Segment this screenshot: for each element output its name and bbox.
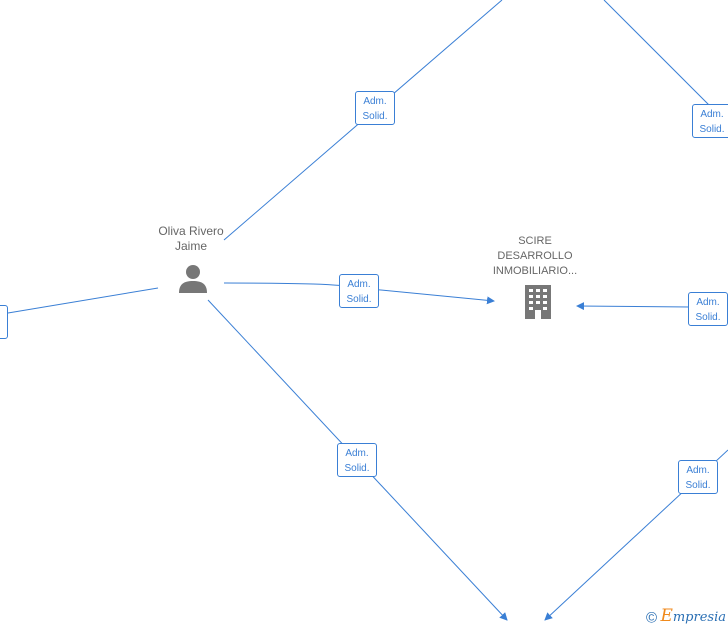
badge-line1: Adm. — [347, 279, 371, 290]
edge-badge-top[interactable]: Adm. Solid. — [355, 91, 395, 125]
badge-line1: Adm. — [363, 96, 387, 107]
badge-line2: Solid. — [346, 294, 372, 305]
badge-line2: Solid. — [344, 463, 370, 474]
edge-person-left — [7, 287, 159, 314]
brand-logo-text: mpresia — [672, 609, 726, 625]
badge-line1: Adm. — [700, 109, 724, 120]
badge-line1: Adm. — [696, 297, 720, 308]
badge-line2: Solid. — [0, 323, 7, 338]
company-name[interactable]: SCIRE DESARROLLO INMOBILIARIO... — [480, 234, 590, 279]
badge-line2: Solid. — [695, 312, 721, 323]
edge-badge-bottom-right[interactable]: Adm. Solid. — [678, 460, 718, 494]
badge-line1: Adm. — [0, 308, 7, 323]
badge-line2: Solid. — [685, 480, 711, 491]
edge-right-company — [576, 302, 691, 311]
person-name[interactable]: Oliva Rivero Jaime — [141, 224, 241, 254]
building-icon[interactable] — [522, 285, 554, 319]
person-name-line1: Oliva Rivero — [158, 224, 224, 238]
badge-line2: Solid. — [362, 111, 388, 122]
badge-line1: Adm. — [345, 448, 369, 459]
edge-badge-bottom-left[interactable]: Adm. Solid. — [337, 443, 377, 477]
company-name-line2: DESARROLLO — [497, 250, 573, 262]
badge-line2: Solid. — [699, 124, 725, 135]
edge-badge-top-right[interactable]: Adm. Solid. — [692, 104, 728, 138]
company-name-line1: SCIRE — [518, 235, 552, 247]
copyright-icon: © — [646, 609, 658, 626]
brand-footer: © Empresia — [646, 606, 726, 626]
edge-badge-left[interactable]: Adm. Solid. — [0, 305, 8, 339]
company-name-line3: INMOBILIARIO... — [492, 265, 578, 277]
edge-badge-right[interactable]: Adm. Solid. — [688, 292, 728, 326]
edge-badge-company[interactable]: Adm. Solid. — [339, 274, 379, 308]
person-name-line2: Jaime — [174, 239, 207, 253]
person-icon[interactable] — [178, 264, 208, 294]
edge-top-right — [603, 0, 713, 109]
badge-line1: Adm. — [686, 465, 710, 476]
brand-logo-initial: E — [660, 605, 673, 626]
